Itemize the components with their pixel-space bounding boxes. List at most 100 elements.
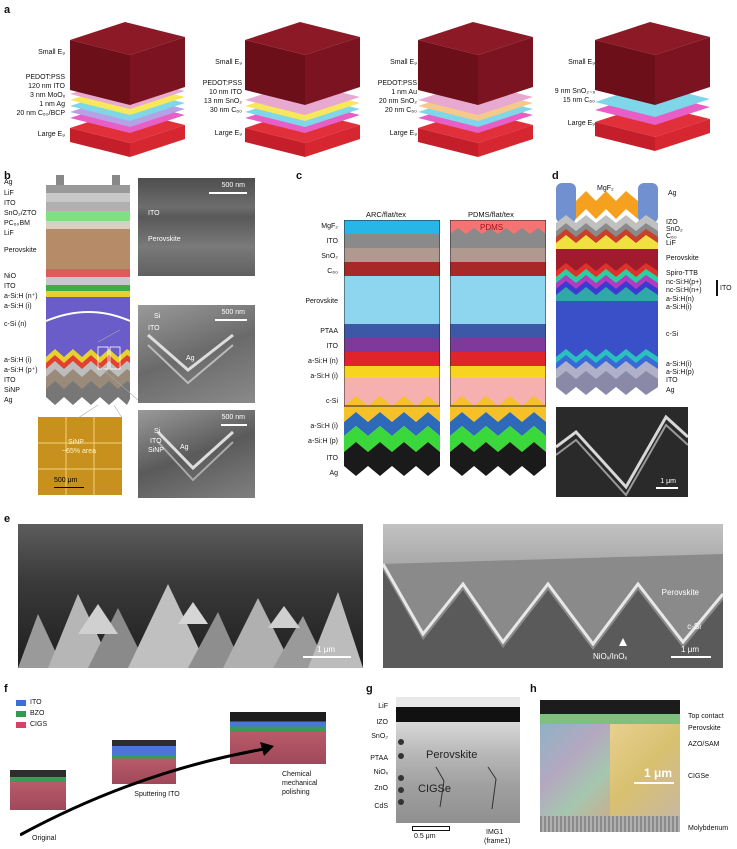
h-top-contact xyxy=(540,700,680,714)
panel-g-tem: Perovskite CIGSe xyxy=(396,697,520,823)
sem3-label-sinp: SiNP xyxy=(148,447,164,454)
panel-c-letter: c xyxy=(296,170,303,182)
stack-1-label: 3 nm MoOₓ xyxy=(30,92,65,99)
b-layer: LiF xyxy=(4,190,14,197)
c-layer: C₆₀ xyxy=(327,268,338,275)
stack-1-label: Small E₉ xyxy=(38,49,65,56)
sem1-label-perovskite: Perovskite xyxy=(148,236,181,243)
panel-a-stack-1: Small E₉ PEDOT:PSS 120 nm ITO 3 nm MoOₓ … xyxy=(0,10,185,170)
stack-3-label: Small E₉ xyxy=(390,59,417,66)
b-layer: SnO₂/ZTO xyxy=(4,210,37,217)
e-right-scale-bar xyxy=(671,656,711,658)
h-cigse-left xyxy=(540,724,610,816)
stack-3-label: PEDOT:PSS xyxy=(377,80,417,87)
photo-label-area: ~65% area xyxy=(62,448,97,455)
panel-a-stack-2: Small E₉ PEDOT:PSS 10 nm ITO 13 nm SnO₂ … xyxy=(185,10,370,170)
sem2-scale-label: 500 nm xyxy=(221,309,245,316)
stack-1-labels: Small E₉ PEDOT:PSS 120 nm ITO 3 nm MoOₓ … xyxy=(16,48,65,139)
d-layer: LiF xyxy=(666,240,676,247)
b-layer: Ag xyxy=(4,179,13,186)
stack-2-label: 13 nm SnO₂ xyxy=(203,98,242,105)
d-layer: Perovskite xyxy=(666,255,699,262)
d-layer: a-Si:H(n) xyxy=(666,296,695,303)
d-layer: Ag xyxy=(666,387,675,394)
h-molybdenum xyxy=(540,816,680,832)
b-layer: ITO xyxy=(4,283,16,290)
e-right-scale-label: 1 μm xyxy=(681,645,699,654)
d-layer: a-Si:H(p) xyxy=(666,369,695,376)
stack-1-label: 120 nm ITO xyxy=(28,83,65,90)
sem3-label-ito: ITO xyxy=(150,438,162,445)
stack-4-label: Small E₉ xyxy=(568,59,595,66)
sem3-scale-bar xyxy=(221,424,247,426)
sem1-label-ito: ITO xyxy=(148,210,160,217)
c-layer: SnO₂ xyxy=(321,253,338,260)
panel-f-legend: ITO BZO CIGS xyxy=(16,698,47,729)
b-layer: a-Si:H (p⁺) xyxy=(4,367,38,374)
h-label: Molybdenum xyxy=(688,825,729,832)
c-layer: Ag xyxy=(329,470,338,477)
g-layer: PTAA xyxy=(370,755,388,762)
panel-e-sem-right: Perovskite c-Si NiOₓ/InOₓ 1 μm xyxy=(383,524,723,668)
d-layer: a-Si:H(i) xyxy=(666,361,692,368)
panel-b-stack-schematic xyxy=(45,175,131,405)
panel-a-letter: a xyxy=(4,4,11,16)
d-layer: a-Si:H(i) xyxy=(666,304,692,311)
d-layer: Spiro-TTB xyxy=(666,270,698,277)
c-layer: ITO xyxy=(326,343,338,350)
photo-scale-label: 500 μm xyxy=(54,477,78,484)
sem2-scale-bar xyxy=(215,319,247,321)
panel-g-scale-label: 0.5 μm xyxy=(414,833,436,840)
b-layer: Perovskite xyxy=(4,247,37,254)
b-layer: SiNP xyxy=(4,387,20,394)
g-tem-dot xyxy=(398,775,404,781)
e-right-label-perovskite: Perovskite xyxy=(661,588,699,597)
legend-item-cigs: CIGS xyxy=(16,720,47,729)
legend-label-cigs: CIGS xyxy=(30,721,48,728)
panel-f-step-sputtering: Sputtering ITO xyxy=(134,791,180,798)
stack-3-label: 1 nm Au xyxy=(391,89,417,96)
e-right-label-interlayer: NiOₓ/InOₓ xyxy=(593,652,628,661)
sem2-label-ito: ITO xyxy=(148,325,160,332)
stack-3-graphic xyxy=(418,22,533,157)
g-tem-dot xyxy=(398,753,404,759)
panel-e-sem-left: 1 μm xyxy=(18,524,363,668)
h-scale-bar xyxy=(634,782,674,784)
legend-swatch-cigs xyxy=(16,721,26,728)
b-layer: NiO xyxy=(4,273,17,280)
stack-2-graphic xyxy=(245,22,360,157)
stack-3-label: Large E₉ xyxy=(389,130,417,137)
photo-grid xyxy=(38,417,122,495)
e-right-label-csi: c-Si xyxy=(687,622,701,631)
h-scale-label: 1 μm xyxy=(643,766,672,780)
g-layer: ZnO xyxy=(374,785,388,792)
b-layer: a-Si:H (n⁺) xyxy=(4,293,38,300)
stack-4-label: 9 nm SnO₂₋ₓ xyxy=(554,88,595,95)
legend-item-ito: ITO xyxy=(16,698,47,707)
panel-e-letter: e xyxy=(4,513,11,525)
d-sem-scale-label: 1 μm xyxy=(660,478,676,485)
d-layer: nc-Si:H(n+) xyxy=(666,287,702,294)
panel-h-sem: 1 μm xyxy=(540,700,680,832)
sem2-label-ag: Ag xyxy=(186,355,195,362)
panel-b-sem-pyramid-2: 500 nm Si ITO SiNP Ag xyxy=(138,410,255,498)
c-layer: a-Si:H (n) xyxy=(308,358,338,365)
h-label: Perovskite xyxy=(688,725,721,732)
panel-f-image-sputtered xyxy=(112,740,176,784)
b-layer: c-Si (n) xyxy=(4,321,27,328)
d-layer: IZO xyxy=(666,219,678,226)
d-layer: nc-Si:H(p+) xyxy=(666,279,702,286)
stack-2-label: 10 nm ITO xyxy=(209,89,242,96)
panel-b-connectors xyxy=(77,330,139,419)
stack-4-label: 15 nm C₆₀ xyxy=(562,97,595,104)
stack-1-label: 20 nm C₆₀/BCP xyxy=(16,110,65,117)
panel-f-arrow xyxy=(20,742,274,837)
g-label-perovskite: Perovskite xyxy=(426,749,478,761)
stack-4-label: Large E₉ xyxy=(567,120,595,127)
panel-d-ag-label: Ag xyxy=(668,190,677,197)
d-layer: SnO₂ xyxy=(666,226,683,233)
panel-c-title-pdms: PDMS/flat/tex xyxy=(468,210,514,219)
c-layer: a-Si:H (p) xyxy=(308,438,338,445)
panel-d-bracket-label: ITO xyxy=(720,285,732,292)
b-layer: LiF xyxy=(4,230,14,237)
